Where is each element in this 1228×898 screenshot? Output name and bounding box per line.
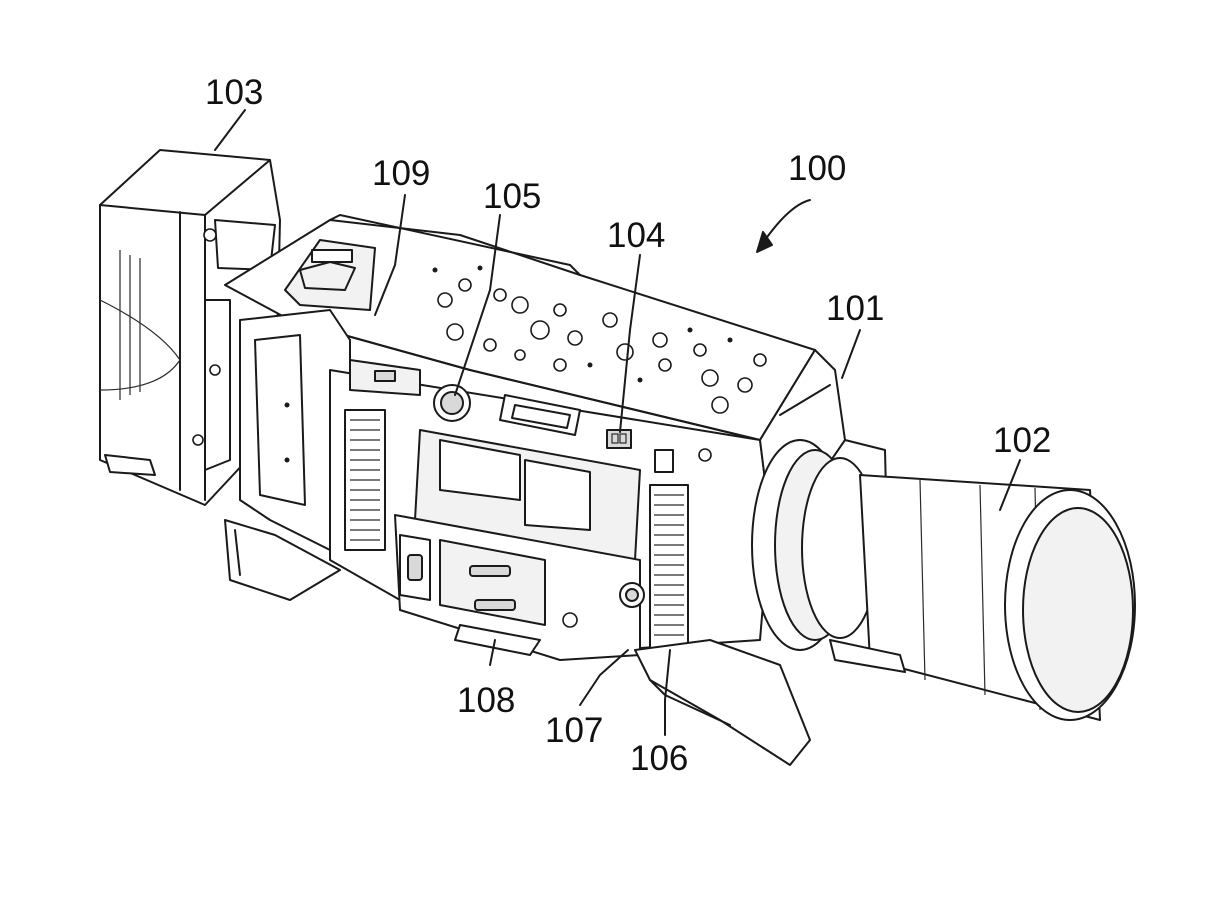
vent-106 xyxy=(649,484,689,651)
label-100: 100 xyxy=(788,149,846,188)
label-105: 105 xyxy=(483,177,541,216)
label-108: 108 xyxy=(457,681,515,720)
label-103: 103 xyxy=(205,73,263,112)
label-109: 109 xyxy=(372,154,430,193)
label-102: 102 xyxy=(993,421,1051,460)
label-101: 101 xyxy=(826,289,884,328)
label-106: 106 xyxy=(630,739,688,778)
leader-lines xyxy=(214,109,1021,736)
battery-103 xyxy=(99,149,281,506)
vent-left xyxy=(344,409,386,551)
label-107: 107 xyxy=(545,711,603,750)
label-104: 104 xyxy=(607,216,665,255)
lens-102 xyxy=(751,439,1136,721)
camera-body-101 xyxy=(224,214,846,766)
